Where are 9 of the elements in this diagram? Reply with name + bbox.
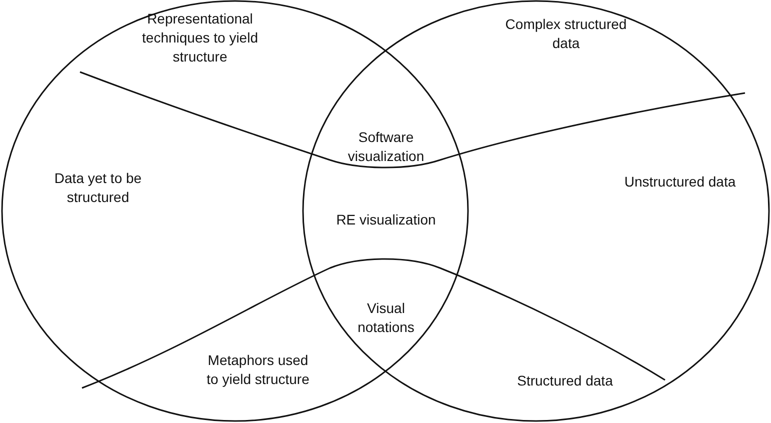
region-label: RE visualization — [335, 210, 437, 230]
region-label: Representational techniques to yield structure — [141, 10, 259, 66]
region-label: Data yet to be structured — [53, 169, 143, 207]
region-label: Structured data — [516, 372, 614, 390]
region-label: Metaphors used to yield structure — [206, 351, 310, 389]
region-label: Visual notations — [356, 299, 416, 337]
region-label: Complex structured data — [504, 15, 628, 53]
region-label: Software visualization — [346, 128, 426, 166]
region-label: Unstructured data — [623, 172, 737, 192]
